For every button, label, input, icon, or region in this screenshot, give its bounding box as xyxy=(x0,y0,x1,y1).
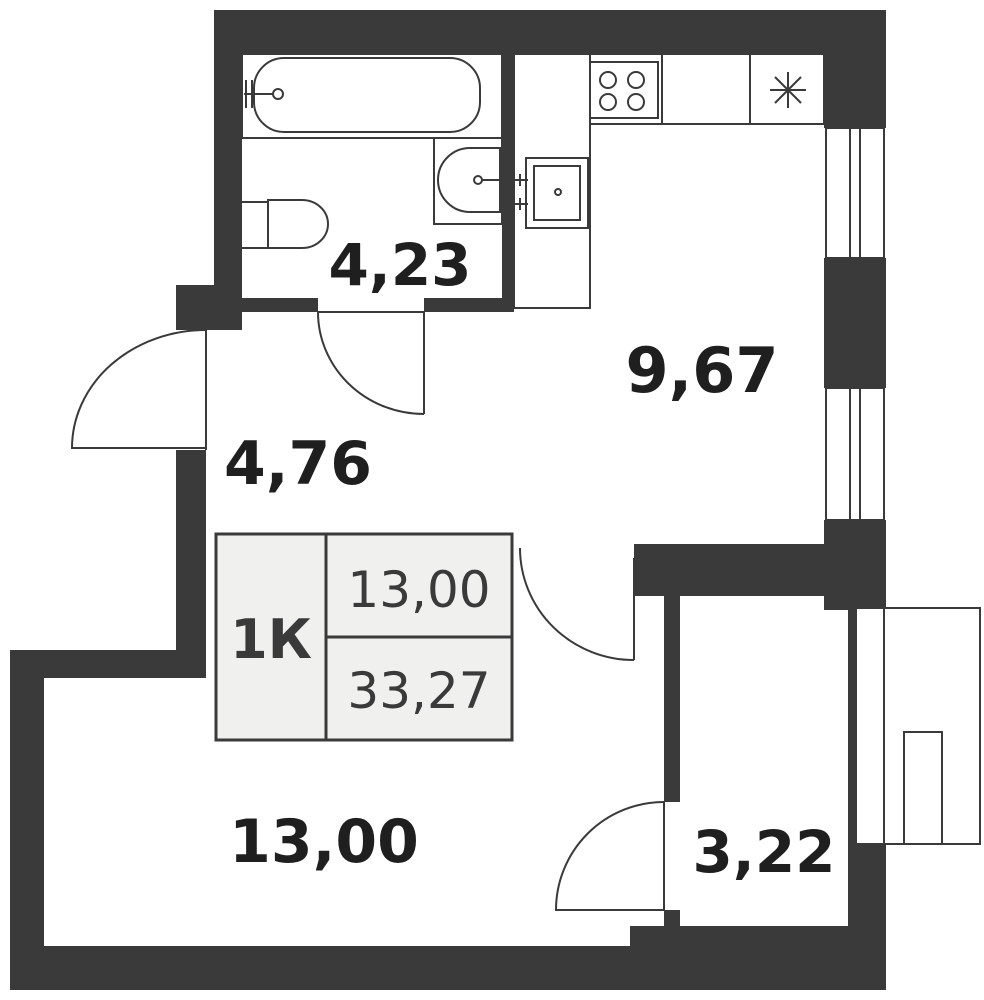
toilet-icon xyxy=(242,199,329,249)
kitchen-sink-icon xyxy=(514,157,589,229)
balcony-window xyxy=(855,607,981,845)
kitchen-area: 9,67 xyxy=(626,334,779,407)
bathroom-area: 4,23 xyxy=(328,231,471,299)
ac-unit-icon xyxy=(770,72,806,108)
living-room-area: 13,00 xyxy=(229,807,419,877)
total-area-value: 33,27 xyxy=(347,662,490,720)
walls xyxy=(10,10,886,990)
doors xyxy=(70,311,665,911)
summary-box: 1К 13,00 33,27 xyxy=(214,532,514,742)
apartment-type: 1К xyxy=(230,608,312,671)
stove-icon xyxy=(589,61,659,119)
hallway-area: 4,76 xyxy=(224,429,372,499)
balcony-area: 3,22 xyxy=(692,818,835,886)
washbasin-icon xyxy=(433,137,515,225)
bathtub-icon xyxy=(241,53,503,139)
living-area-value: 13,00 xyxy=(347,561,490,619)
